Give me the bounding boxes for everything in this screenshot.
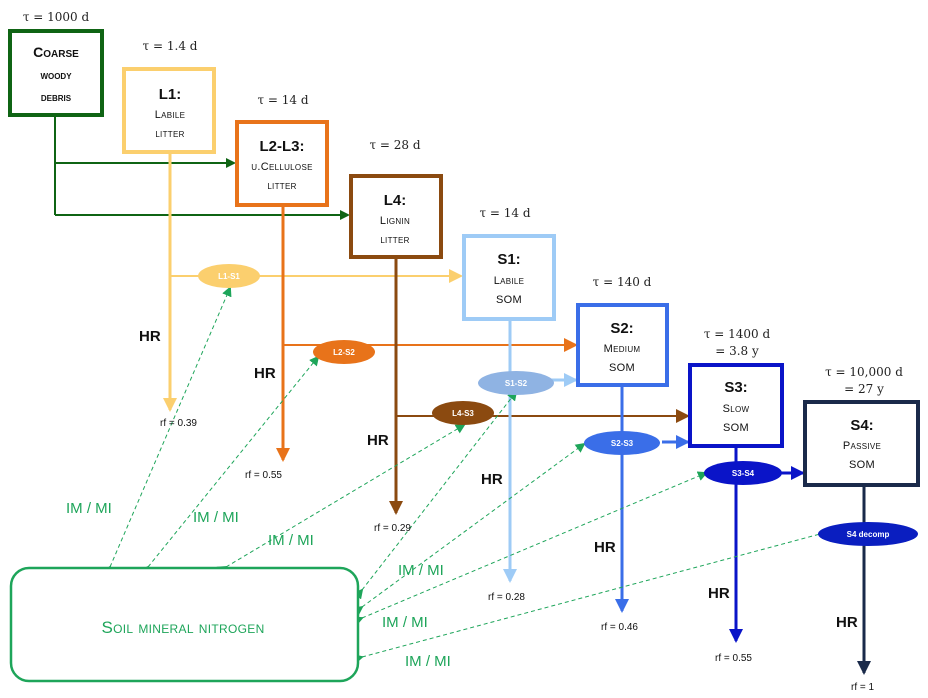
pool-s3-line3: SOM bbox=[723, 422, 749, 434]
transfer-s3s4[interactable]: S3-S4 bbox=[704, 461, 782, 485]
pool-l2l3-line3: litter bbox=[267, 180, 296, 192]
s2-flows bbox=[615, 385, 690, 613]
n-flux-s3s4 bbox=[352, 471, 708, 626]
hr-label-s3: HR bbox=[708, 585, 730, 602]
pool-s1-tau: τ = 14 d bbox=[479, 206, 530, 220]
pool-s2-line2: Medium bbox=[604, 343, 641, 355]
pool-s4-line3: SOM bbox=[849, 459, 875, 471]
pool-s1-line2: Labile bbox=[494, 275, 525, 287]
im-mi-label-6: IM / MI bbox=[405, 653, 451, 670]
pool-s3-title: S3: bbox=[724, 379, 747, 396]
pool-s2-line3: SOM bbox=[609, 362, 635, 374]
pool-l1-line2: Labile bbox=[155, 109, 186, 121]
hr-label-s2: HR bbox=[594, 539, 616, 556]
pool-l1-line3: litter bbox=[155, 128, 184, 140]
rf-s1: rf = 0.28 bbox=[488, 592, 525, 603]
transfer-s1s2[interactable]: S1-S2 bbox=[478, 371, 554, 395]
cwd-flows bbox=[54, 116, 350, 220]
pool-s3-tau-years: = 3.8 y bbox=[715, 344, 759, 358]
pool-s3-line2: Slow bbox=[723, 403, 750, 415]
transfer-l4s3[interactable]: L4-S3 bbox=[432, 401, 494, 425]
rf-l4: rf = 0.29 bbox=[374, 523, 411, 534]
transfer-s4decomp[interactable]: S4 decomp bbox=[818, 522, 918, 546]
pool-s4-title: S4: bbox=[850, 417, 873, 434]
rf-s3: rf = 0.55 bbox=[715, 653, 752, 664]
pool-cwd[interactable]: τ = 1000 d Coarse woody debris bbox=[8, 10, 104, 117]
pool-l1[interactable]: τ = 1.4 d L1: Labile litter bbox=[122, 39, 216, 154]
hr-label-s4: HR bbox=[836, 614, 858, 631]
soil-mineral-nitrogen-label: Soil mineral nitrogen bbox=[101, 618, 264, 637]
transfer-s4decomp-label: S4 decomp bbox=[847, 530, 890, 539]
rf-s2: rf = 0.46 bbox=[601, 622, 638, 633]
pool-l4-line2: Lignin bbox=[380, 215, 410, 227]
n-flux-s1s2 bbox=[353, 390, 518, 600]
hr-label-l1: HR bbox=[139, 328, 161, 345]
nitrogen-flux-lines bbox=[102, 286, 821, 664]
pool-s2-tau: τ = 140 d bbox=[593, 275, 652, 289]
pool-cwd-title: Coarse bbox=[33, 44, 79, 60]
transfer-s1s2-label: S1-S2 bbox=[505, 379, 528, 388]
pool-s3[interactable]: τ = 1400 d = 3.8 y S3: Slow SOM bbox=[688, 327, 784, 448]
hr-label-s1: HR bbox=[481, 471, 503, 488]
pool-l1-title: L1: bbox=[159, 86, 182, 103]
pool-s4-tau-years: = 27 y bbox=[844, 382, 884, 396]
pool-cwd-tau: τ = 1000 d bbox=[23, 10, 90, 24]
pool-l4-line3: litter bbox=[380, 234, 409, 246]
pool-l2l3-title: L2-L3: bbox=[260, 138, 305, 155]
pool-l2l3[interactable]: τ = 14 d L2-L3: u.Cellulose litter bbox=[235, 93, 329, 207]
pool-s1[interactable]: τ = 14 d S1: Labile SOM bbox=[462, 206, 556, 321]
transfer-l1s1[interactable]: L1-S1 bbox=[198, 264, 260, 288]
respiration-labels: HR rf = 0.39 HR rf = 0.55 HR rf = 0.29 H… bbox=[139, 328, 875, 693]
nitrogen-flux-labels: IM / MI IM / MI IM / MI IM / MI IM / MI … bbox=[66, 500, 451, 670]
pool-l1-tau: τ = 1.4 d bbox=[143, 39, 198, 53]
im-mi-label-2: IM / MI bbox=[193, 509, 239, 526]
im-mi-label-1: IM / MI bbox=[66, 500, 112, 517]
hr-label-l2l3: HR bbox=[254, 365, 276, 382]
n-flux-l1s1 bbox=[102, 286, 232, 577]
pool-l4-tau: τ = 28 d bbox=[369, 138, 420, 152]
soil-mineral-nitrogen-pool[interactable]: Soil mineral nitrogen bbox=[9, 566, 360, 683]
pool-s2-title: S2: bbox=[610, 320, 633, 337]
pool-l2l3-line2: u.Cellulose bbox=[251, 161, 312, 173]
transfer-l4s3-label: L4-S3 bbox=[452, 409, 474, 418]
im-mi-label-3: IM / MI bbox=[268, 532, 314, 549]
transfer-l2s2[interactable]: L2-S2 bbox=[313, 340, 375, 364]
pool-s1-title: S1: bbox=[497, 251, 520, 268]
hr-label-l4: HR bbox=[367, 432, 389, 449]
n-flux-l4s3 bbox=[216, 423, 466, 576]
im-mi-label-5: IM / MI bbox=[382, 614, 428, 631]
rf-s4: rf = 1 bbox=[851, 682, 875, 693]
pool-l4-title: L4: bbox=[384, 192, 407, 209]
pool-l4[interactable]: τ = 28 d L4: Lignin litter bbox=[349, 138, 443, 259]
transfer-s2s3[interactable]: S2-S3 bbox=[584, 431, 660, 455]
pool-s2[interactable]: τ = 140 d S2: Medium SOM bbox=[576, 275, 669, 387]
pool-s4[interactable]: τ = 10,000 d = 27 y S4: Passive SOM bbox=[803, 365, 920, 487]
transfer-l2s2-label: L2-S2 bbox=[333, 348, 355, 357]
pool-cwd-line3: debris bbox=[41, 90, 72, 104]
im-mi-label-4: IM / MI bbox=[398, 562, 444, 579]
pool-l2l3-tau: τ = 14 d bbox=[257, 93, 308, 107]
transfer-s3s4-label: S3-S4 bbox=[732, 469, 755, 478]
rf-l2l3: rf = 0.55 bbox=[245, 470, 282, 481]
pool-s4-line2: Passive bbox=[843, 440, 881, 452]
rf-l1: rf = 0.39 bbox=[160, 418, 197, 429]
n-flux-s4decomp bbox=[352, 533, 821, 664]
pool-s1-line3: SOM bbox=[496, 294, 522, 306]
transfer-l1s1-label: L1-S1 bbox=[218, 272, 240, 281]
transfer-s2s3-label: S2-S3 bbox=[611, 439, 634, 448]
pool-s4-tau: τ = 10,000 d bbox=[825, 365, 903, 379]
pool-cwd-line2: woody bbox=[40, 68, 72, 82]
pool-s3-tau: τ = 1400 d bbox=[704, 327, 771, 341]
